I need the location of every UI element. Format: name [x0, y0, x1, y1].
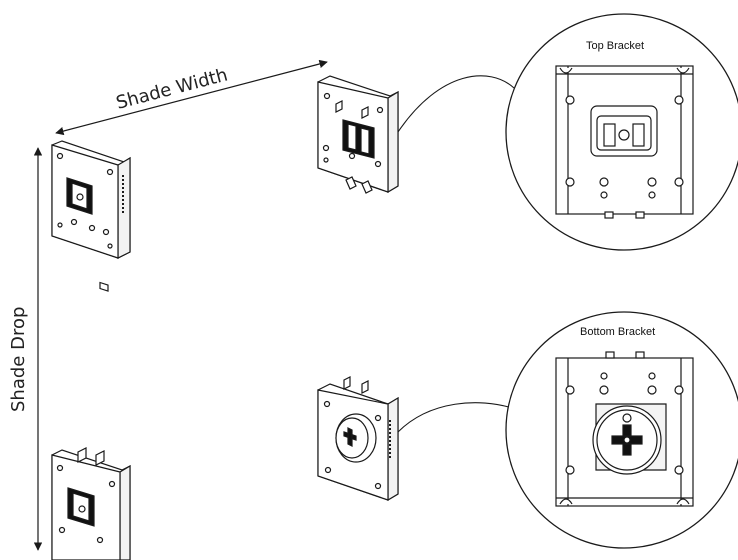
left-bottom-bracket — [51, 447, 131, 560]
right-bottom-bracket — [317, 376, 399, 502]
top-bracket-plate — [555, 65, 694, 219]
shade-width-dimension: Shade Width — [55, 59, 328, 136]
bottom-leader-line — [397, 402, 513, 433]
shade-width-arrow — [55, 59, 328, 136]
top-bracket-label: Top Bracket — [586, 40, 644, 52]
bottom-bracket-plate — [555, 351, 694, 507]
top-bracket-detail: Top Bracket — [505, 13, 738, 251]
right-top-bracket — [317, 75, 399, 194]
bottom-bracket-detail: Bottom Bracket — [505, 311, 738, 549]
shade-drop-dimension: Shade Drop — [8, 147, 43, 551]
bottom-bracket-label: Bottom Bracket — [580, 326, 655, 338]
shade-width-label: Shade Width — [114, 64, 230, 113]
top-leader-line — [397, 75, 515, 133]
left-top-bracket — [51, 140, 131, 292]
shade-drop-label: Shade Drop — [8, 307, 29, 412]
